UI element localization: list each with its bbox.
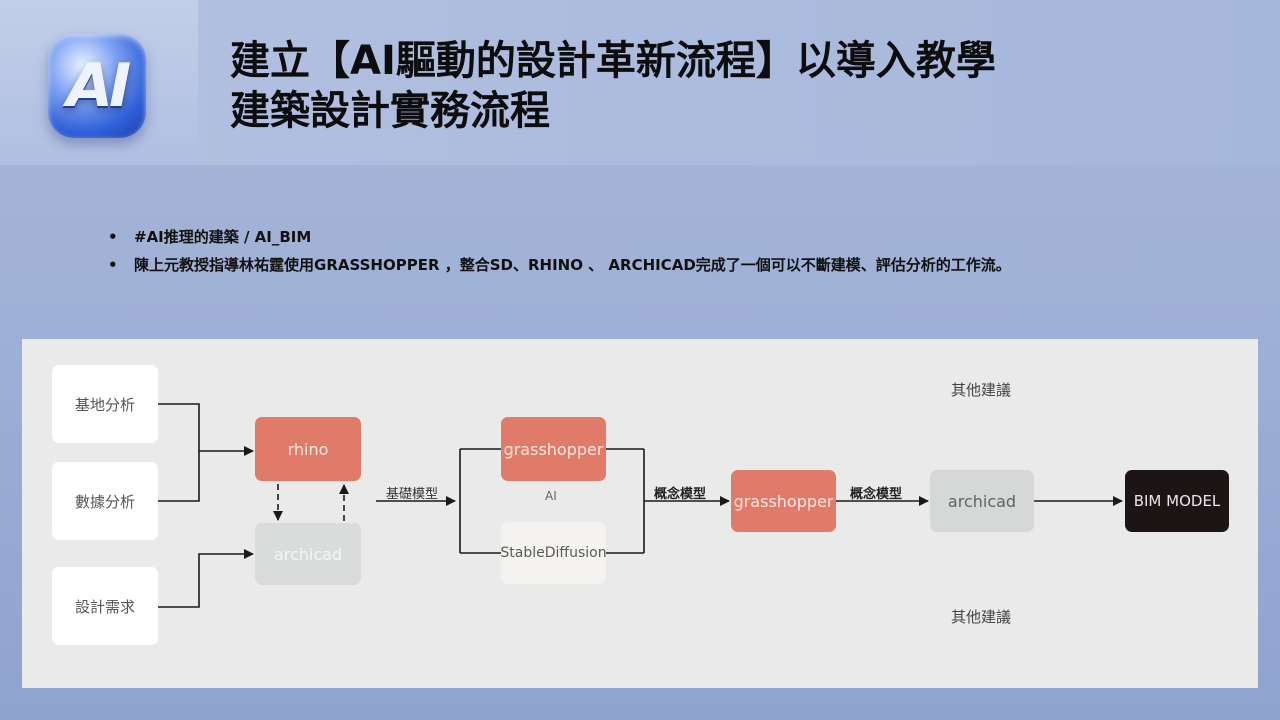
node-design-requirements: 設計需求 xyxy=(52,567,158,645)
edge-label-concept-1: 概念模型 xyxy=(654,487,707,502)
title-line-1: 建立【AI驅動的設計革新流程】以導入教學 xyxy=(230,38,996,84)
bullet-text-1: #AI推理的建築 / AI_BIM xyxy=(134,228,312,246)
ai-logo-text: AI xyxy=(66,51,132,121)
label-other-suggestions-top: 其他建議 xyxy=(951,381,1012,399)
bullet-dot: • xyxy=(108,228,118,246)
workflow-diagram: 基地分析 數據分析 設計需求 rhino archicad 基礎模型 grass… xyxy=(22,339,1258,688)
node-archicad-left: archicad xyxy=(255,523,361,585)
label-ai: AI xyxy=(545,489,557,503)
bullet-text-2: 陳上元教授指導林祐霆使用GRASSHOPPER ，整合SD、RHINO 、 AR… xyxy=(134,256,1011,274)
edge-label-base-model: 基礎模型 xyxy=(386,487,439,502)
node-data-analysis: 數據分析 xyxy=(52,462,158,540)
slide-title: 建立【AI驅動的設計革新流程】以導入教學 建築設計實務流程 xyxy=(230,36,1250,136)
node-stable-diffusion: StableDiffusion xyxy=(500,522,607,584)
edge-label-concept-2: 概念模型 xyxy=(850,487,903,502)
bullet-dot: • xyxy=(108,256,118,274)
node-rhino: rhino xyxy=(255,417,361,481)
node-bim-model: BIM MODEL xyxy=(1125,470,1229,532)
connector-req-to-archicad xyxy=(158,549,254,608)
diagram-connectors xyxy=(158,403,1123,608)
logo-panel: AI xyxy=(0,0,198,165)
title-line-2: 建築設計實務流程 xyxy=(230,88,550,134)
bullet-item-1: • #AI推理的建築 / AI_BIM xyxy=(108,226,1011,254)
connector-data-to-rhino xyxy=(158,451,200,502)
ai-logo: AI xyxy=(48,34,146,138)
node-site-analysis: 基地分析 xyxy=(52,365,158,443)
connector-site-to-rhino xyxy=(158,403,200,451)
node-archicad-right: archicad xyxy=(930,470,1034,532)
node-grasshopper-mid: grasshopper xyxy=(731,470,836,532)
bullet-list: • #AI推理的建築 / AI_BIM • 陳上元教授指導林祐霆使用GRASSH… xyxy=(108,226,1011,282)
node-grasshopper-top: grasshopper xyxy=(501,417,606,481)
header-band xyxy=(0,0,1280,165)
bullet-item-2: • 陳上元教授指導林祐霆使用GRASSHOPPER ，整合SD、RHINO 、 … xyxy=(108,254,1011,282)
label-other-suggestions-bottom: 其他建議 xyxy=(951,608,1012,626)
